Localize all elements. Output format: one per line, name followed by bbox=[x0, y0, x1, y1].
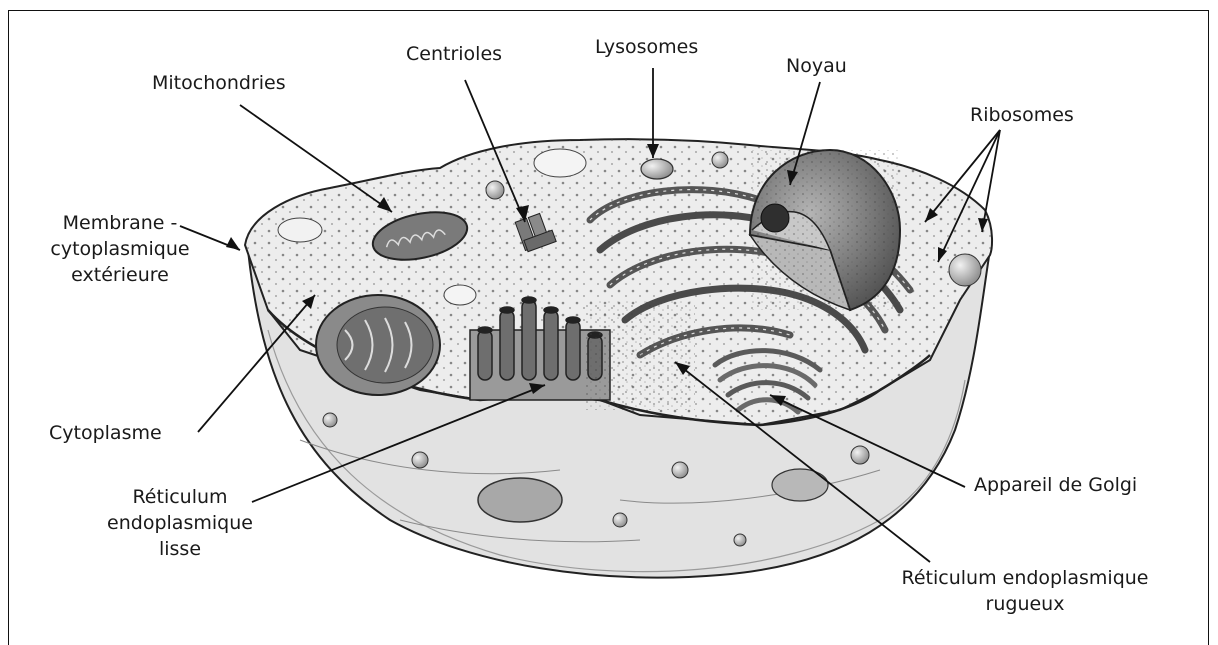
label-cytoplasme: Cytoplasme bbox=[49, 420, 162, 446]
label-membrane: Membrane - cytoplasmique extérieure bbox=[30, 210, 210, 288]
label-mitochondries: Mitochondries bbox=[152, 70, 286, 96]
label-rel-line1: Réticulum bbox=[100, 484, 260, 510]
label-golgi: Appareil de Golgi bbox=[974, 472, 1137, 498]
label-ribosomes: Ribosomes bbox=[970, 102, 1074, 128]
label-membrane-line3: extérieure bbox=[30, 262, 210, 288]
nucleolus bbox=[761, 204, 789, 232]
lower-vacuole bbox=[478, 478, 562, 522]
label-rer: Réticulum endoplasmique rugueux bbox=[870, 565, 1180, 617]
label-membrane-dash: - bbox=[171, 212, 178, 234]
label-membrane-line2: cytoplasmique bbox=[30, 236, 210, 262]
label-lysosomes: Lysosomes bbox=[595, 34, 698, 60]
label-noyau: Noyau bbox=[786, 53, 847, 79]
label-rel: Réticulum endoplasmique lisse bbox=[100, 484, 260, 562]
label-rel-line2: endoplasmique bbox=[100, 510, 260, 536]
label-rer-line2: rugueux bbox=[870, 591, 1180, 617]
label-centrioles: Centrioles bbox=[406, 41, 502, 67]
label-rer-line1: Réticulum endoplasmique bbox=[870, 565, 1180, 591]
lysosome-shape bbox=[641, 159, 673, 179]
label-membrane-line1: Membrane bbox=[63, 212, 165, 234]
label-rel-line3: lisse bbox=[100, 536, 260, 562]
